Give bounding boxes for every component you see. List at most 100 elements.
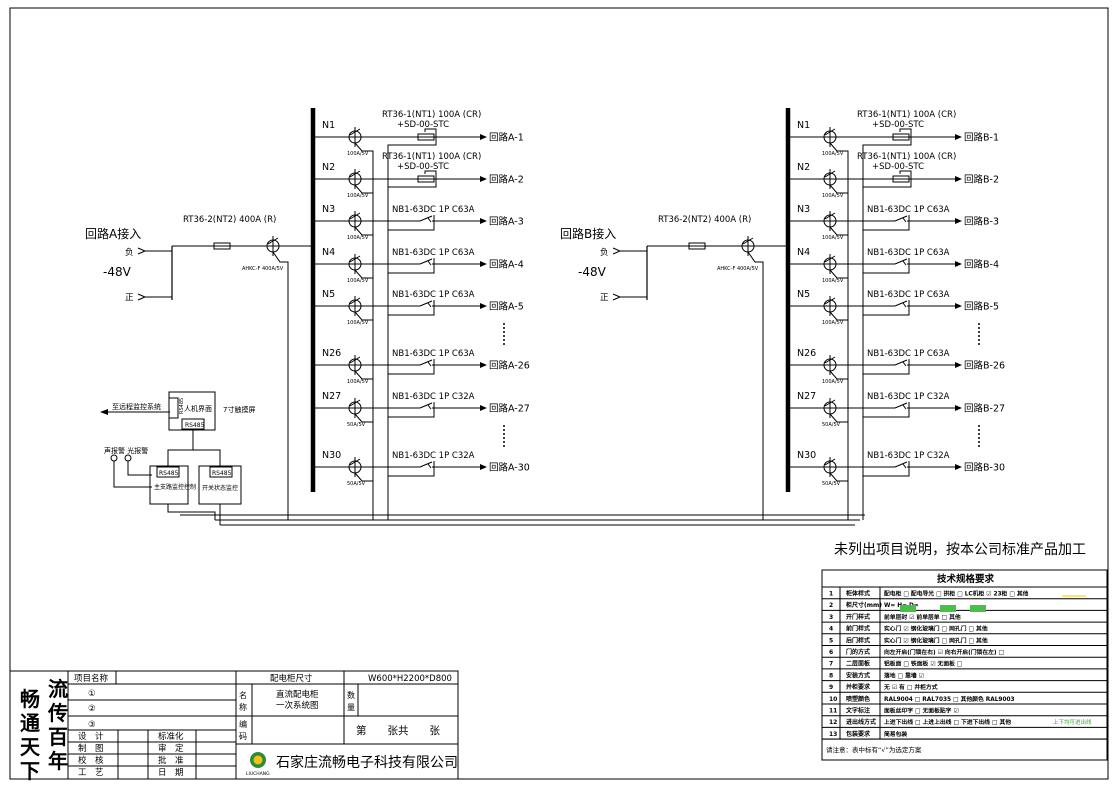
meter-label: AHKC-F 400A/5V <box>717 266 759 272</box>
fuse-icon <box>892 133 910 141</box>
voltage-label: -48V <box>103 265 132 279</box>
fuse-spec-label: RT36-1(NT1) 100A (CR) <box>857 152 956 162</box>
spec-row-number: 2 <box>829 602 833 609</box>
name-label-2: 称 <box>239 702 247 712</box>
spec-row-number: 3 <box>829 614 833 621</box>
continuation-dot <box>978 433 980 435</box>
output-circuit-label: 回路B-30 <box>964 462 1005 474</box>
processing-note: 未列出项目说明，按本公司标准产品加工 <box>834 542 1086 558</box>
continuation-dot <box>503 343 505 345</box>
spec-row-number: 7 <box>829 661 833 668</box>
spec-row-name: 喷塑颜色 <box>846 695 870 703</box>
role-label-right: 日 期 <box>158 768 184 778</box>
continuation-dot <box>978 441 980 443</box>
ct-rating: 100A/5V <box>822 379 844 385</box>
alarm-label: 声报警 光报警 <box>104 446 148 455</box>
node-label: N3 <box>797 204 810 215</box>
spec-row-options: 面板丝印字 □ 无面板贴字 ☑ <box>884 707 959 715</box>
code-label-2: 码 <box>239 732 247 741</box>
spec-row-name: 柜体样式 <box>845 590 870 598</box>
spec-row-number: 12 <box>829 719 837 726</box>
breaker-switch-icon <box>894 461 908 468</box>
breaker-switch-icon <box>894 359 908 366</box>
sound-alarm-icon <box>110 454 118 462</box>
continuation-dot <box>503 433 505 435</box>
ct-rating: 50A/5V <box>822 481 841 487</box>
output-circuit-label: 回路B-26 <box>964 360 1005 372</box>
spec-other-green: 上下均可进出线 <box>1053 718 1092 726</box>
role-label-right: 标准化 <box>158 731 184 742</box>
continuation-dot <box>503 441 505 443</box>
breaker-switch-icon <box>894 300 908 307</box>
spec-row-number: 5 <box>829 637 833 644</box>
negative-label: 负 <box>125 247 134 258</box>
cabinet-size-value: W600*H2200*D800 <box>368 674 452 684</box>
qty-label-2: 量 <box>347 703 355 712</box>
remote-system-label: 至远程监控系统 <box>112 402 161 411</box>
output-circuit-label: 回路B-3 <box>964 216 999 228</box>
continuation-dot <box>978 335 980 337</box>
breaker-spec-label: NB1-63DC 1P C63A <box>867 248 950 258</box>
ct-rating: 100A/5V <box>822 151 844 157</box>
main-fuse-icon <box>688 242 706 250</box>
spec-row-options: 无 ☑ 有 □ 并柜方式 <box>883 683 938 691</box>
company-name: 石家庄流畅电子科技有限公司 <box>276 754 458 771</box>
output-circuit-label: 回路B-1 <box>964 132 999 144</box>
breaker-spec-label: NB1-63DC 1P C32A <box>392 392 475 402</box>
ct-rating: 100A/5V <box>347 235 369 241</box>
breaker-spec-label: NB1-63DC 1P C32A <box>867 392 950 402</box>
remote-arrow-head <box>100 409 108 415</box>
continuation-dot <box>503 429 505 431</box>
output-circuit-label: 回路A-2 <box>489 174 524 186</box>
size-value-marker <box>970 605 986 612</box>
main-monitor-label: 主支路监控控制 <box>154 483 196 491</box>
main-breaker-label: RT36-2(NT2) 400A (R) <box>183 215 276 225</box>
output-circuit-label: 回路B-27 <box>964 403 1005 415</box>
main-monitor-port-label: RS485 <box>159 470 179 477</box>
ct-rating: 100A/5V <box>347 151 369 157</box>
spec-row-name: 进出线方式 <box>846 718 876 726</box>
fuse-icon <box>892 175 910 183</box>
breaker-switch-icon <box>894 258 908 265</box>
size-value-marker <box>940 605 956 612</box>
fuse-switch-label: +SD-00-STC <box>872 120 924 130</box>
continuation-dot <box>978 445 980 447</box>
slogan-char-5: 畅 <box>20 687 40 711</box>
slogan-char-1: 流 <box>48 677 68 701</box>
positive-label: 正 <box>600 293 609 303</box>
role-label-right: 审 定 <box>158 743 184 754</box>
ct-rating: 50A/5V <box>822 422 841 428</box>
fuse-icon <box>417 175 435 183</box>
fuse-spec-label: RT36-1(NT1) 100A (CR) <box>382 152 481 162</box>
node-label: N4 <box>322 247 335 258</box>
main-breaker-label: RT36-2(NT2) 400A (R) <box>658 215 751 225</box>
ct-rating: 100A/5V <box>822 193 844 199</box>
spec-row-name: 文字标注 <box>845 707 870 715</box>
qty-label-1: 数 <box>347 690 355 700</box>
spec-row-options: 配电柜 □ 配电导光 □ 拱柜 □ LC机柜 ☑ 23柜 □ 其他 <box>884 590 1029 598</box>
spec-row-name: 后门样式 <box>846 636 870 644</box>
hmi-port-label: RS485 <box>185 422 205 429</box>
spec-row-options: 铝板面 □ 铁面板 ☑ 无面板 □ <box>884 660 962 668</box>
breaker-spec-label: NB1-63DC 1P C63A <box>392 205 475 215</box>
revision-3: ③ <box>88 720 96 730</box>
switch-monitor-label: 开关状态监控 <box>202 484 238 492</box>
ct-rating: 100A/5V <box>347 278 369 284</box>
breaker-switch-icon <box>419 300 433 307</box>
drawing-name-2: 一次系统图 <box>276 700 319 711</box>
spec-row-name: 包装要求 <box>846 730 871 738</box>
monitoring-block: 至远程监控系统 RS485 人机界面 RS485 7寸触摸屏 声报警 光报警 R… <box>100 391 255 525</box>
name-label-1: 名 <box>239 690 247 700</box>
